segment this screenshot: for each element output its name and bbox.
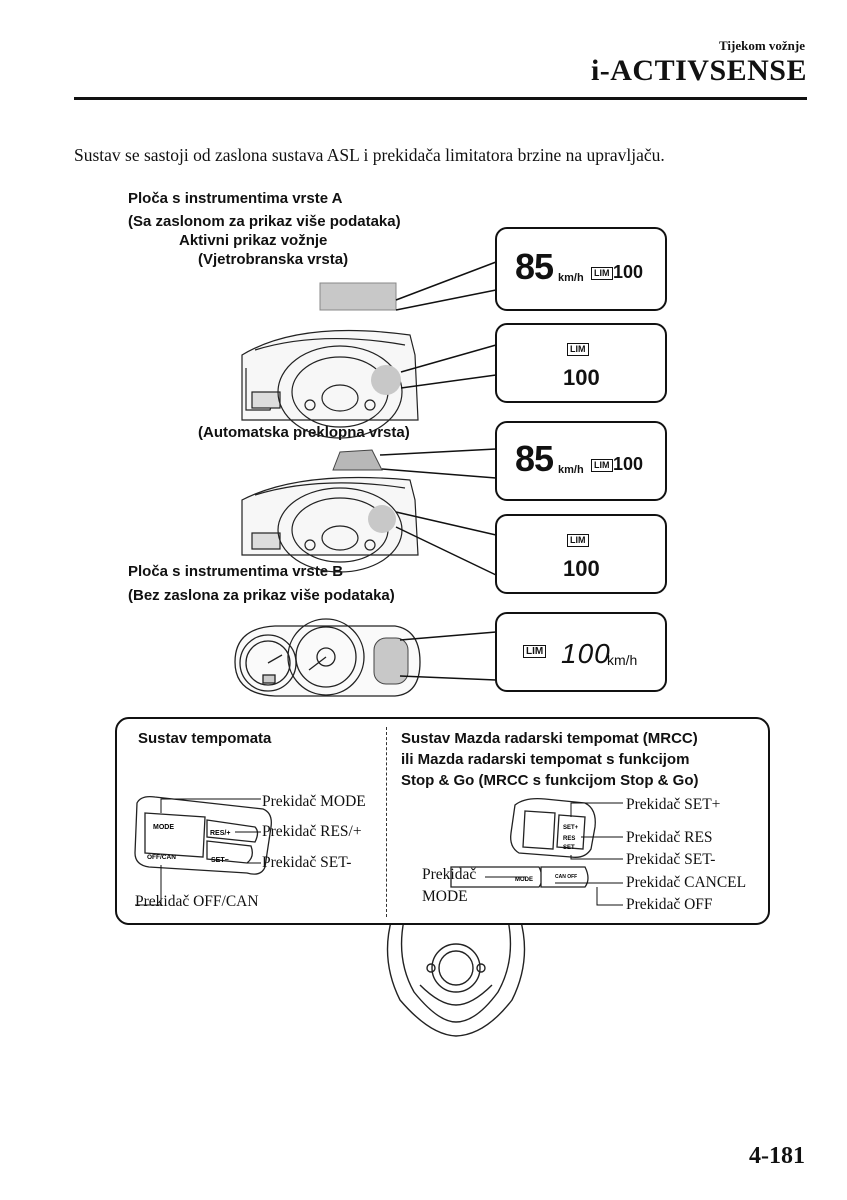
label-switch-offcan: Prekidač OFF/CAN bbox=[135, 893, 259, 910]
segment-limit-value: 100 bbox=[561, 638, 611, 669]
mrcc-btn-setm-text: SET bbox=[563, 845, 575, 851]
mrcc-btn-canoff-text: CAN OFF bbox=[555, 874, 577, 880]
section-label: Tijekom vožnje bbox=[718, 38, 805, 53]
cruise-heading: Sustav tempomata bbox=[138, 730, 272, 747]
btn-set-text: SET− bbox=[211, 857, 229, 864]
mrcc-btn-mode-text: MODE bbox=[515, 877, 533, 883]
type-a-sublabel: (Sa zaslonom za prikaz više podataka) bbox=[128, 213, 401, 230]
switch-illustrations: MODE RES/+ OFF/CAN SET− SET+ RES SET MOD… bbox=[134, 795, 623, 906]
mrcc-heading-line1: Sustav Mazda radarski tempomat (MRCC) bbox=[401, 730, 698, 747]
label-switch-off: Prekidač OFF bbox=[626, 896, 713, 913]
mrcc-btn-set-text: SET+ bbox=[563, 825, 579, 831]
label-switch-mode: Prekidač MODE bbox=[262, 793, 366, 810]
hud-sublabel: (Vjetrobranska vrsta) bbox=[198, 251, 349, 268]
limit-value: 100 bbox=[613, 454, 644, 474]
label-switch-mode-mrcc-line1: Prekidač bbox=[422, 866, 477, 883]
label-switch-setplus: Prekidač SET+ bbox=[626, 796, 721, 813]
type-b-sublabel: (Bez zaslona za prikaz više podataka) bbox=[128, 587, 395, 604]
header-rule bbox=[74, 97, 807, 100]
cluster-display-a: LIM 100 bbox=[495, 323, 667, 403]
limit-value: 100 bbox=[613, 262, 644, 282]
label-switch-mode-mrcc-line2: MODE bbox=[422, 888, 468, 905]
page-number: 4-181 bbox=[749, 1143, 805, 1169]
label-switch-res-mrcc: Prekidač RES bbox=[626, 829, 713, 846]
limit-value: 100 bbox=[563, 365, 600, 390]
auto-flip-display: 85 km/h LIM 100 bbox=[495, 421, 667, 501]
lim-badge: LIM bbox=[567, 343, 589, 356]
hud-display: 85 km/h LIM 100 bbox=[495, 227, 667, 311]
lim-badge: LIM bbox=[591, 459, 613, 472]
limit-value: 100 bbox=[563, 556, 600, 581]
intro-paragraph: Sustav se sastoji od zaslona sustava ASL… bbox=[74, 145, 665, 165]
btn-offcan-text: OFF/CAN bbox=[147, 854, 176, 861]
label-switch-setminus: Prekidač SET- bbox=[626, 851, 716, 868]
mrcc-heading-line2: ili Mazda radarski tempomat s funkcijom bbox=[401, 751, 690, 768]
btn-res-text: RES/+ bbox=[210, 830, 230, 837]
lim-badge: LIM bbox=[523, 645, 547, 658]
speed-unit: km/h bbox=[558, 464, 584, 476]
cluster-display-b: LIM 100 bbox=[495, 514, 667, 594]
btn-mode-text: MODE bbox=[153, 824, 174, 831]
type-a-label: Ploča s instrumentima vrste A bbox=[128, 190, 343, 207]
type-b-label: Ploča s instrumentima vrste B bbox=[128, 563, 344, 580]
speed-value: 85 bbox=[515, 438, 554, 479]
lim-badge: LIM bbox=[567, 534, 589, 547]
mrcc-btn-res-text: RES bbox=[563, 836, 575, 842]
label-switch-cancel: Prekidač CANCEL bbox=[626, 874, 747, 891]
label-switch-res: Prekidač RES/+ bbox=[262, 823, 362, 840]
panel-divider bbox=[386, 727, 387, 917]
speed-value: 85 bbox=[515, 246, 554, 287]
lim-badge: LIM bbox=[591, 267, 613, 280]
segment-unit: km/h bbox=[607, 652, 638, 668]
mrcc-heading-line3: Stop & Go (MRCC s funkcijom Stop & Go) bbox=[401, 772, 699, 789]
type-b-display: LIM 100 km/h bbox=[495, 612, 667, 692]
speed-unit: km/h bbox=[558, 272, 584, 284]
hud-label: Aktivni prikaz vožnje bbox=[179, 232, 328, 249]
chapter-title: i-ACTIVSENSE bbox=[590, 54, 807, 87]
label-switch-set: Prekidač SET- bbox=[262, 854, 352, 871]
